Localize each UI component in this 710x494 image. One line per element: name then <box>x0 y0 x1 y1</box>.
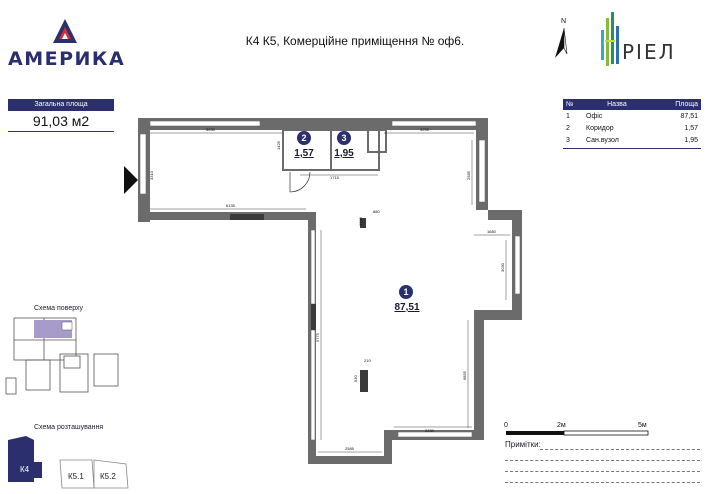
notes-line <box>505 482 700 483</box>
logo-bars-icon <box>601 12 619 66</box>
location-scheme-label: Схема розташування <box>34 424 104 431</box>
room-marker-3 <box>337 131 351 145</box>
col-number: № <box>563 99 583 110</box>
svg-text:930: 930 <box>353 375 358 382</box>
columns <box>230 214 368 392</box>
floor-scheme-map <box>5 317 119 395</box>
room-area-3: 1,95 <box>334 148 354 159</box>
block-k4: К4 <box>20 465 30 474</box>
svg-text:1715: 1715 <box>330 175 340 180</box>
north-label: N <box>561 18 567 25</box>
floor-scheme-label: Схема поверху <box>34 305 84 312</box>
row-number: 3 <box>566 136 570 144</box>
notes-line <box>505 460 700 461</box>
total-area-value: 91,03 м2 <box>32 113 90 129</box>
location-scheme-map <box>8 436 129 489</box>
room-number-1: 1 <box>403 287 409 297</box>
logo-triangle-icon <box>53 19 77 43</box>
rooms-table: № Назва Площа 1 Офіс 87,51 2 Коридор 1,5… <box>563 99 701 146</box>
entrance-arrow-icon <box>124 166 138 194</box>
svg-text:5775: 5775 <box>315 332 320 342</box>
room-number-2: 2 <box>301 133 307 143</box>
notes-line <box>505 471 700 472</box>
dimension-lines <box>150 132 510 453</box>
north-arrow: N <box>550 18 570 60</box>
col-area: Площа <box>650 99 701 110</box>
row-area: 1,57 <box>684 124 698 132</box>
col-name: Назва <box>583 99 651 110</box>
scale-2m: 2м <box>557 422 566 429</box>
floor-plan: 5030 3255 1425 1715 3310 6135 880 1760 2… <box>124 118 522 464</box>
svg-text:3255: 3255 <box>420 127 430 132</box>
svg-text:880: 880 <box>373 209 380 214</box>
row-name: Сан.вузол <box>586 136 619 144</box>
table-row: 2 Коридор 1,57 <box>563 122 701 134</box>
brand-name-left: АМЕРИКА <box>8 48 126 70</box>
svg-text:2585: 2585 <box>466 170 471 180</box>
room-area-1: 87,51 <box>394 302 420 313</box>
row-area: 87,51 <box>680 112 698 120</box>
brand-name-right: РІЕЛ <box>622 40 676 64</box>
room-number-3: 3 <box>341 133 347 143</box>
divider <box>8 131 114 132</box>
riel-logo <box>600 12 705 72</box>
scale-5m: 5м <box>638 422 647 429</box>
svg-text:6855: 6855 <box>462 370 467 380</box>
svg-text:3310: 3310 <box>149 170 154 180</box>
notes-line <box>540 449 700 450</box>
block-k5-2: К5.2 <box>100 472 116 481</box>
scale-bar <box>506 430 649 436</box>
rooms-table-header: № Назва Площа <box>563 99 701 110</box>
room-marker-1 <box>399 285 413 299</box>
svg-text:1760: 1760 <box>358 216 363 226</box>
scale-0: 0 <box>504 422 508 429</box>
door-swing <box>289 171 311 193</box>
row-name: Офіс <box>586 112 603 120</box>
america-logo: АМЕРИКА <box>8 18 128 70</box>
row-name: Коридор <box>586 124 614 132</box>
room-area-2: 1,57 <box>294 148 314 159</box>
svg-text:2230: 2230 <box>425 428 435 433</box>
windows <box>139 120 521 441</box>
svg-text:210: 210 <box>364 358 371 363</box>
divider <box>563 148 701 149</box>
svg-text:1680: 1680 <box>487 229 497 234</box>
svg-text:3030: 3030 <box>500 262 505 272</box>
svg-text:1425: 1425 <box>276 140 281 150</box>
total-area-label: Загальна площа <box>8 99 114 111</box>
page-title: К4 К5, Комерційне приміщення № оф6. <box>245 34 465 48</box>
room-marker-2 <box>297 131 311 145</box>
notes-label: Примітки: <box>505 440 541 449</box>
svg-text:6135: 6135 <box>226 203 236 208</box>
dimension-labels: 5030 3255 1425 1715 3310 6135 880 1760 2… <box>149 127 505 451</box>
inner-walls <box>282 129 387 171</box>
row-number: 2 <box>566 124 570 132</box>
table-row: 1 Офіс 87,51 <box>563 110 701 122</box>
block-k5-1: К5.1 <box>68 472 84 481</box>
svg-text:2585: 2585 <box>345 446 355 451</box>
row-number: 1 <box>566 112 570 120</box>
table-row: 3 Сан.вузол 1,95 <box>563 134 701 146</box>
north-arrow-icon <box>555 28 568 58</box>
svg-text:5030: 5030 <box>206 127 216 132</box>
row-area: 1,95 <box>684 136 698 144</box>
